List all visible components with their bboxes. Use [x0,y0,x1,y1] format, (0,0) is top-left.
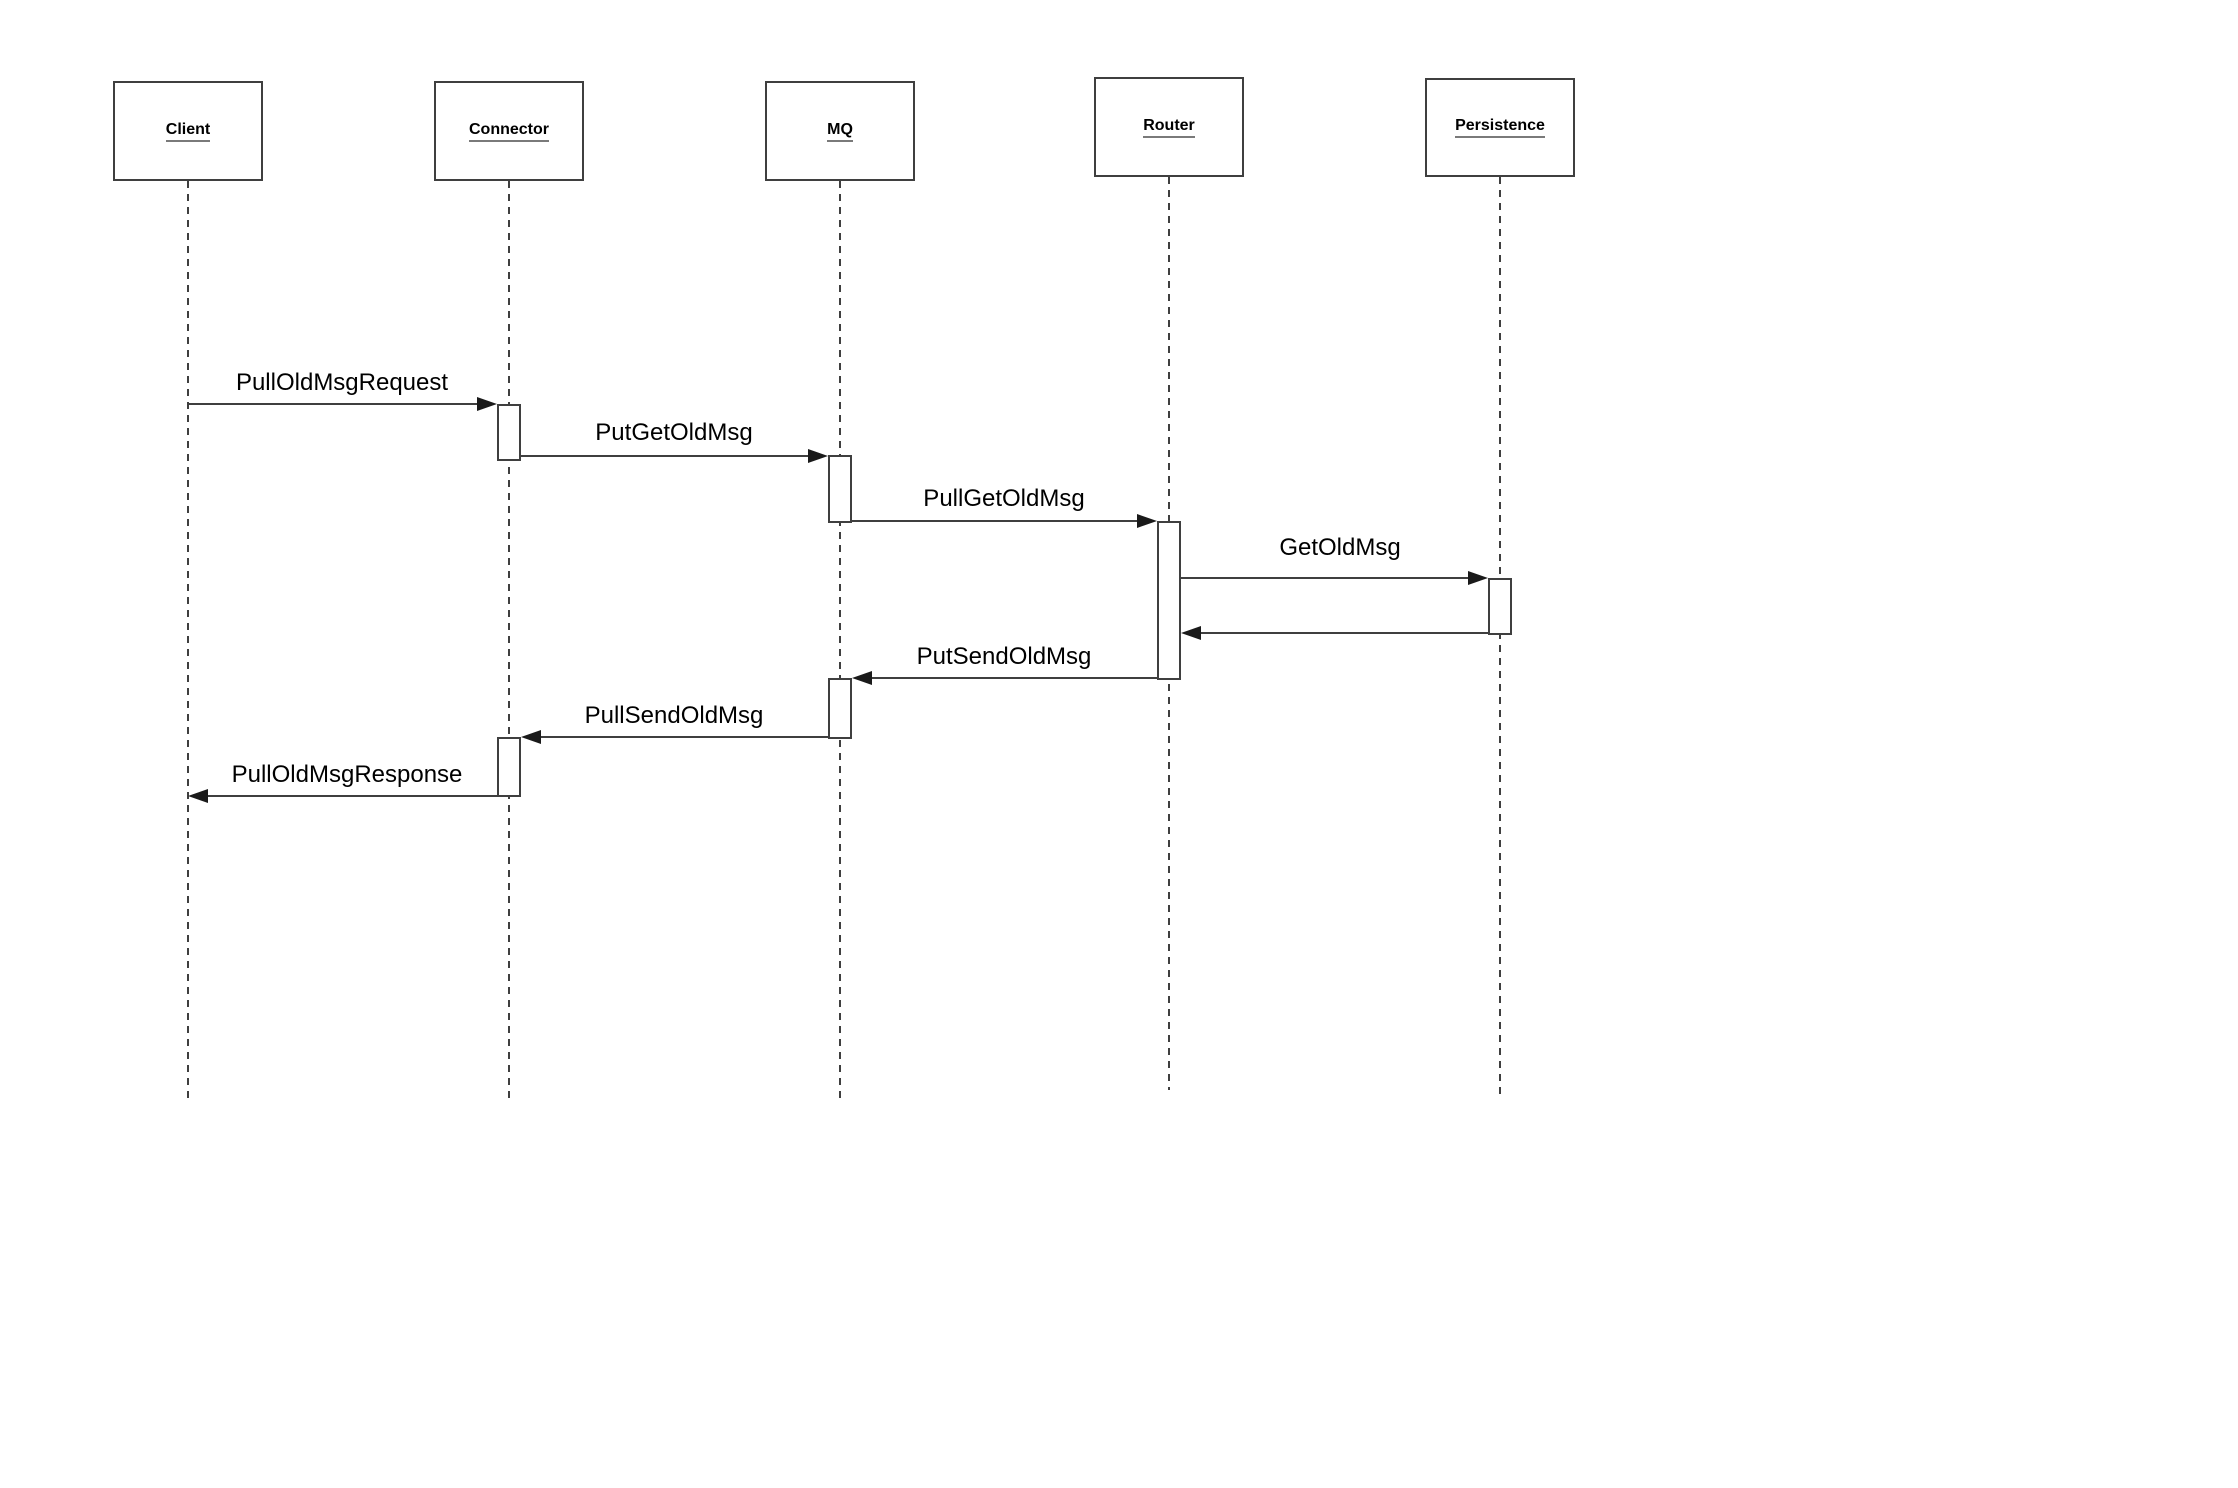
message-line [852,520,1137,522]
participant-label-persistence: Persistence [1455,117,1545,138]
message-line [208,795,497,797]
arrowhead-right-icon [1468,571,1488,585]
participant-label-client: Client [165,121,211,142]
activation-bar-connector-2 [497,737,521,797]
arrowhead-left-icon [188,789,208,803]
arrowhead-left-icon [852,671,872,685]
participant-box-mq: MQ [765,81,915,181]
participant-label-connector: Connector [469,121,549,142]
activation-bar-router [1157,521,1181,680]
activation-bar-mq-1 [828,455,852,523]
participant-box-connector: Connector [434,81,584,181]
lifeline-connector [508,181,510,1100]
message-line [872,677,1157,679]
message-line [1181,577,1468,579]
message-label: PutSendOldMsg [916,643,1092,670]
participant-box-router: Router [1094,77,1244,177]
participant-box-persistence: Persistence [1425,78,1575,177]
message-line [521,455,808,457]
participant-box-client: Client [113,81,263,181]
message-line [188,403,477,405]
activation-bar-persistence [1488,578,1512,635]
message-label: PullGetOldMsg [923,485,1085,512]
participant-label-router: Router [1143,117,1195,138]
message-label: GetOldMsg [1279,534,1401,561]
message-label: PullSendOldMsg [584,702,764,729]
lifeline-client [187,181,189,1100]
message-label: PullOldMsgResponse [231,761,463,788]
activation-bar-mq-2 [828,678,852,739]
message-label: PutGetOldMsg [595,419,753,446]
arrowhead-right-icon [1137,514,1157,528]
message-label: PullOldMsgRequest [235,369,449,396]
message-line [1201,632,1488,634]
lifeline-mq [839,181,841,1100]
arrowhead-left-icon [1181,626,1201,640]
arrowhead-left-icon [521,730,541,744]
activation-bar-connector-1 [497,404,521,461]
arrowhead-right-icon [477,397,497,411]
arrowhead-right-icon [808,449,828,463]
participant-label-mq: MQ [827,121,853,142]
lifeline-persistence [1499,177,1501,1100]
message-line [541,736,828,738]
